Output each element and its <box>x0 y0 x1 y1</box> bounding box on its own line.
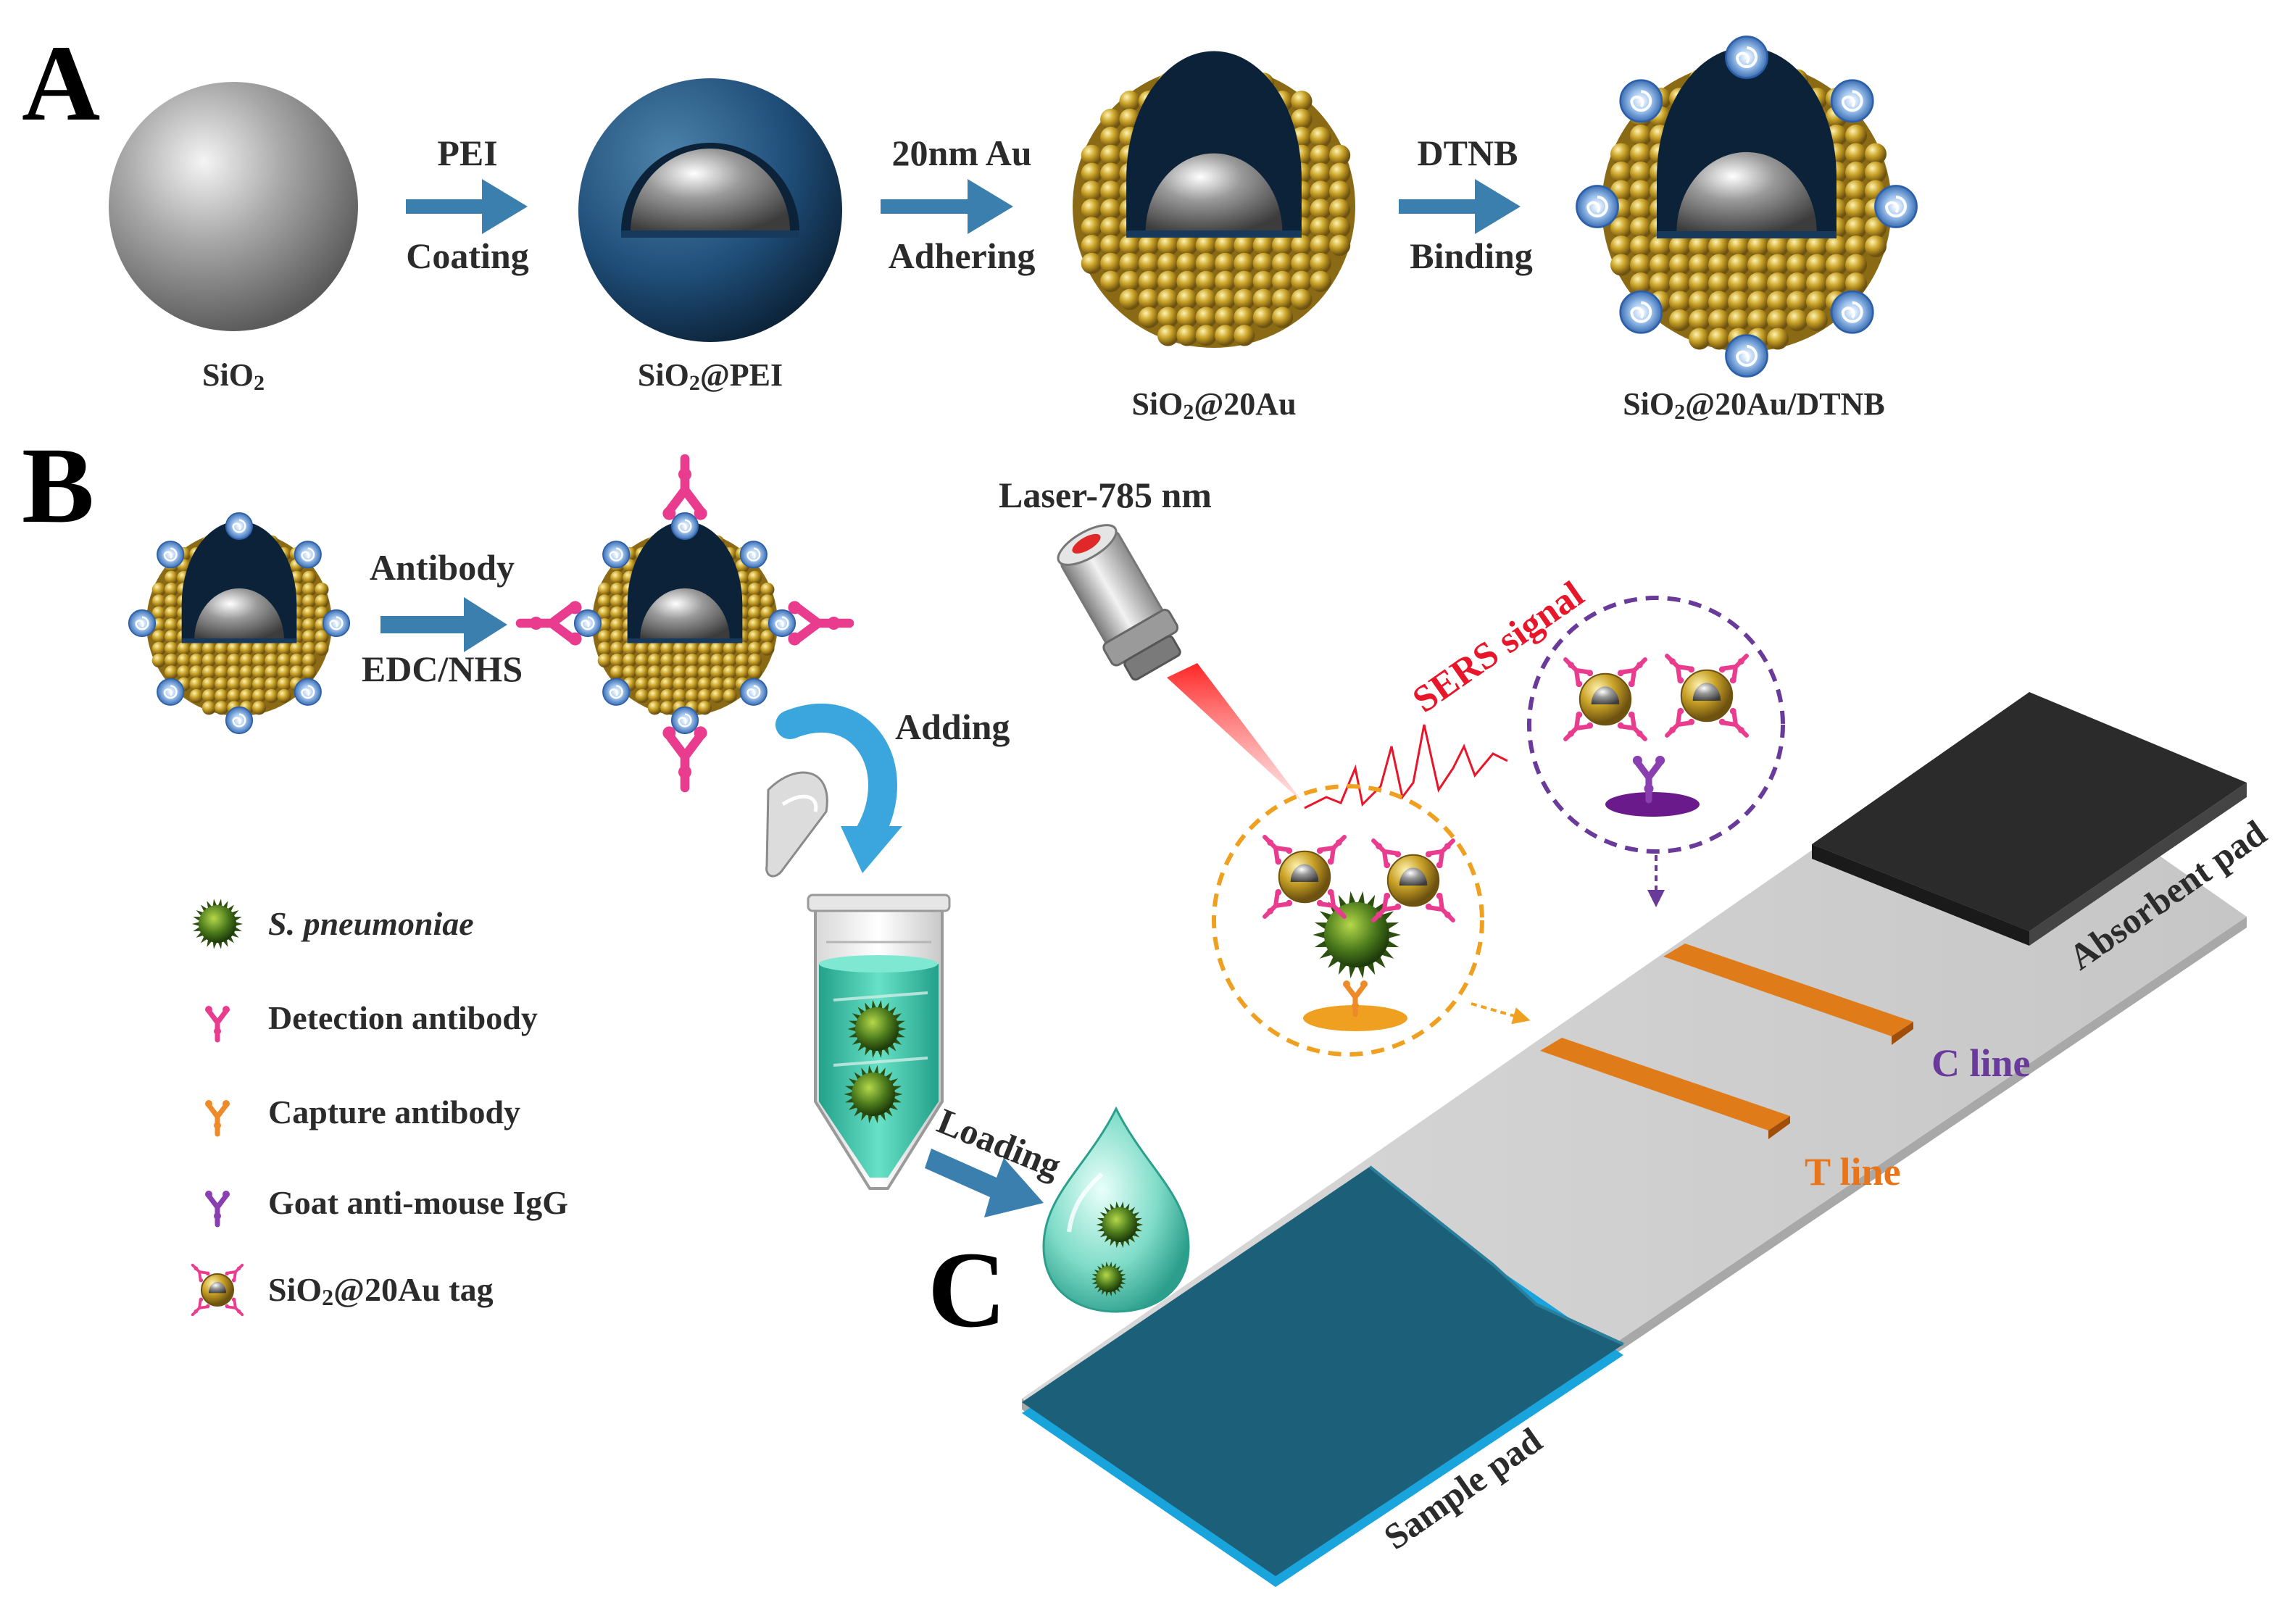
arrow-bottom-binding: Binding <box>1410 236 1533 276</box>
legend-label-detection-antibody: Detection antibody <box>268 999 538 1036</box>
arrow-bottom-adhering: Adhering <box>889 236 1036 276</box>
arrow-top-antibody: Antibody <box>370 547 515 588</box>
t-line <box>1540 1038 1790 1139</box>
sio2-pei-particle-icon <box>578 78 842 342</box>
loading-arrow-icon <box>925 1149 1044 1217</box>
legend-label-capture-antibody: Capture antibody <box>268 1094 520 1130</box>
absorbent-pad <box>1812 692 2247 946</box>
bacteria-in-droplet-icon <box>1096 1201 1144 1249</box>
panel-label-c: C <box>928 1230 1006 1350</box>
sio2-20au-particle-icon <box>1073 51 1355 348</box>
arrow-top-dtnb: DTNB <box>1418 133 1518 173</box>
arrow-top-pei: PEI <box>437 133 497 173</box>
sers-signal-label: SERS signal <box>1405 573 1591 720</box>
laser-icon <box>1057 524 1181 681</box>
process-arrow-au <box>881 179 1013 234</box>
adding-label: Adding <box>895 707 1010 747</box>
antibody-tag-particle-icon <box>520 459 849 788</box>
legend: S. pneumoniae Detection antibody Capture… <box>186 899 568 1321</box>
stage-label-sio2: SiO2 <box>202 357 265 395</box>
bacteria-in-droplet-icon <box>1091 1261 1127 1297</box>
tag-in-c-complex-icon <box>1558 652 1653 747</box>
tag-in-complex-icon <box>1257 830 1352 925</box>
t-line-label: T line <box>1805 1150 1901 1194</box>
panel-label-a: A <box>22 23 100 143</box>
panel-label-b: B <box>22 425 94 546</box>
sers-signal-icon <box>1304 724 1508 809</box>
arrow-bottom-coating: Coating <box>406 236 528 276</box>
arrow-bottom-edc-nhs: EDC/NHS <box>362 649 523 689</box>
callout-arrow-icon <box>1471 1002 1531 1025</box>
stage-label-sio2-20au: SiO2@20Au <box>1131 386 1296 424</box>
c-line-complex-callout <box>1527 596 1785 907</box>
tag-particle-before-icon <box>128 512 351 735</box>
bacteria-in-tube-icon <box>847 999 907 1059</box>
t-line-complex-callout <box>1212 784 1484 1057</box>
legend-label-s-pneumoniae: S. pneumoniae <box>268 905 474 942</box>
detection-antibody-icon <box>205 1006 230 1040</box>
stage-label-sio2-20au-dtnb: SiO2@20Au/DTNB <box>1623 386 1885 424</box>
adding-arrow-icon <box>775 703 902 873</box>
tag-in-complex-icon <box>1366 833 1461 928</box>
laser-beam-icon <box>1167 663 1305 804</box>
tag-icon <box>186 1259 249 1321</box>
legend-label-sio2-20au-tag: SiO2@20Au tag <box>268 1271 494 1310</box>
stage-label-sio2-pei: SiO2@PEI <box>638 357 783 395</box>
igg-icon <box>205 1191 230 1225</box>
process-arrow-dtnb <box>1399 179 1521 234</box>
bacteria-icon <box>191 899 244 949</box>
sio2-20au-dtnb-particle-icon <box>1575 35 1918 378</box>
process-arrow-pei <box>406 179 528 234</box>
bacteria-in-tube-icon <box>844 1065 903 1124</box>
tag-in-c-complex-icon <box>1660 649 1755 744</box>
process-arrow-antibody <box>380 597 507 652</box>
legend-label-goat-anti-mouse-igg: Goat anti-mouse IgG <box>268 1184 568 1221</box>
laser-label: Laser-785 nm <box>999 475 1212 515</box>
sio2-particle-icon <box>109 82 358 331</box>
arrow-top-20nm-au: 20nm Au <box>891 133 1031 173</box>
c-line-label: C line <box>1931 1041 2031 1085</box>
pipette-tip-icon <box>765 771 828 878</box>
c-line <box>1663 944 1913 1045</box>
capture-antibody-icon <box>205 1100 230 1134</box>
sample-pad <box>1022 1165 1624 1587</box>
